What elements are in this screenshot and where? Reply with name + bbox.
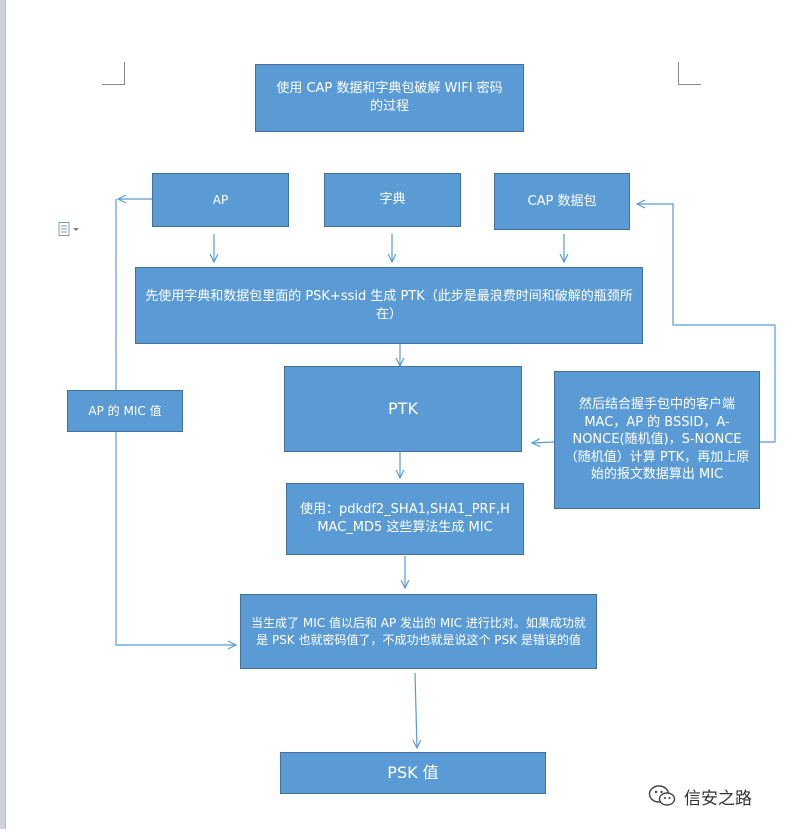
ap-mic-box: AP 的 MIC 值 xyxy=(67,390,183,432)
compare-text: 当生成了 MIC 值以后和 AP 发出的 MIC 进行比对。如果成功就是 PSK… xyxy=(251,616,586,647)
ptk-box: PTK xyxy=(284,366,522,452)
algorithms-text: 使用：pdkdf2_SHA1,SHA1_PRF,HMAC_MD5 这些算法生成 … xyxy=(300,502,510,535)
paste-options-icon[interactable] xyxy=(58,222,80,236)
ap-mic-text: AP 的 MIC 值 xyxy=(88,403,162,418)
ap-text: AP xyxy=(212,192,229,207)
dictionary-text: 字典 xyxy=(379,192,406,208)
generate-ptk-text: 先使用字典和数据包里面的 PSK+ssid 生成 PTK（此步是最浪费时间和破解… xyxy=(145,288,633,322)
psk-value-text: PSK 值 xyxy=(387,763,439,783)
loop-handshake-to-cap xyxy=(637,204,776,443)
compare-box: 当生成了 MIC 值以后和 AP 发出的 MIC 进行比对。如果成功就是 PSK… xyxy=(240,594,597,669)
psk-value-box: PSK 值 xyxy=(280,752,546,794)
cap-packet-box: CAP 数据包 xyxy=(494,173,630,230)
arrow-handshake-to-ptk xyxy=(532,442,555,443)
cap-packet-text: CAP 数据包 xyxy=(527,193,597,209)
page-corner-mark-right xyxy=(678,62,701,85)
editor-left-rail xyxy=(0,0,6,829)
handshake-compute-text: 然后结合握手包中的客户端 MAC，AP 的 BSSID，A-NONCE(随机值)… xyxy=(564,397,750,483)
wechat-icon xyxy=(648,785,676,806)
dictionary-box: 字典 xyxy=(324,173,461,227)
ptk-text: PTK xyxy=(388,399,418,419)
page-corner-mark-left xyxy=(102,62,125,85)
watermark: 信安之路 xyxy=(648,782,752,810)
ap-box: AP xyxy=(152,173,289,227)
loop-left-ap-to-compare xyxy=(115,199,236,645)
arrow-compare-to-psk xyxy=(415,672,417,748)
generate-ptk-box: 先使用字典和数据包里面的 PSK+ssid 生成 PTK（此步是最浪费时间和破解… xyxy=(135,267,643,344)
title-text: 使用 CAP 数据和字典包破解 WIFI 密码的过程 xyxy=(276,81,503,114)
handshake-compute-box: 然后结合握手包中的客户端 MAC，AP 的 BSSID，A-NONCE(随机值)… xyxy=(554,371,760,509)
watermark-text: 信安之路 xyxy=(684,788,752,809)
title-box: 使用 CAP 数据和字典包破解 WIFI 密码的过程 xyxy=(255,64,524,132)
algorithms-box: 使用：pdkdf2_SHA1,SHA1_PRF,HMAC_MD5 这些算法生成 … xyxy=(286,483,524,555)
